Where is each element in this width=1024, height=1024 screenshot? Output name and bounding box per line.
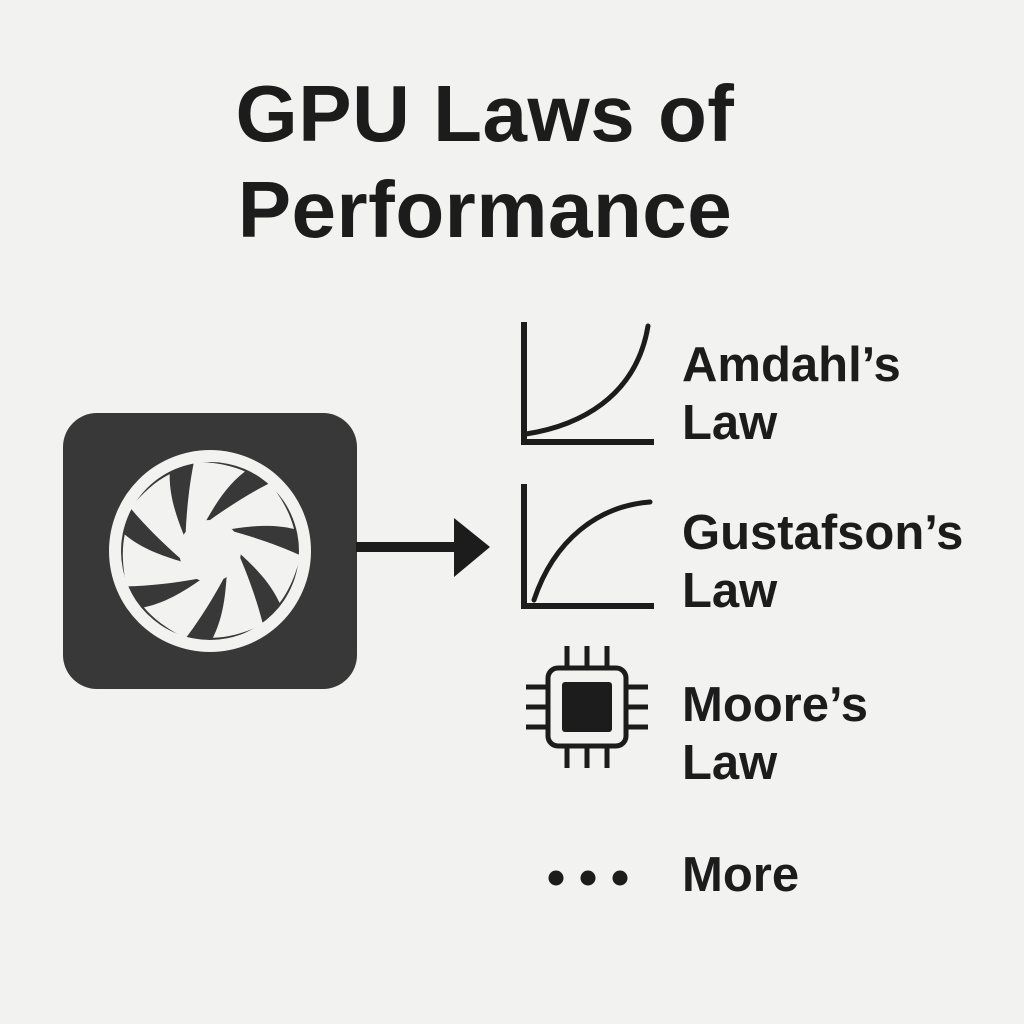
title-line-2: Performance xyxy=(237,165,733,254)
law-moore-suffix: Law xyxy=(682,736,778,790)
ellipsis-icon xyxy=(548,870,628,886)
law-gustafson-name: Gustafson’s xyxy=(682,506,964,560)
exponential-curve-chart-icon xyxy=(521,322,654,445)
more-label: More xyxy=(682,848,800,902)
gpu-fan-icon xyxy=(104,442,316,652)
logarithmic-curve-chart-icon xyxy=(521,484,654,609)
arrow-right-icon xyxy=(356,518,490,577)
law-moore: Moore’s Law xyxy=(682,676,868,792)
gpu-card xyxy=(63,413,357,689)
law-amdahl-suffix: Law xyxy=(682,396,778,450)
title-line-1: GPU Laws of xyxy=(235,69,735,158)
law-gustafson-suffix: Law xyxy=(682,564,778,618)
law-amdahl: Amdahl’s Law xyxy=(682,336,901,452)
cpu-chip-icon xyxy=(526,646,648,768)
law-moore-name: Moore’s xyxy=(682,678,869,732)
page-title: GPU Laws of Performance xyxy=(0,66,970,258)
law-gustafson: Gustafson’s Law xyxy=(682,504,963,620)
law-amdahl-name: Amdahl’s xyxy=(682,338,901,392)
